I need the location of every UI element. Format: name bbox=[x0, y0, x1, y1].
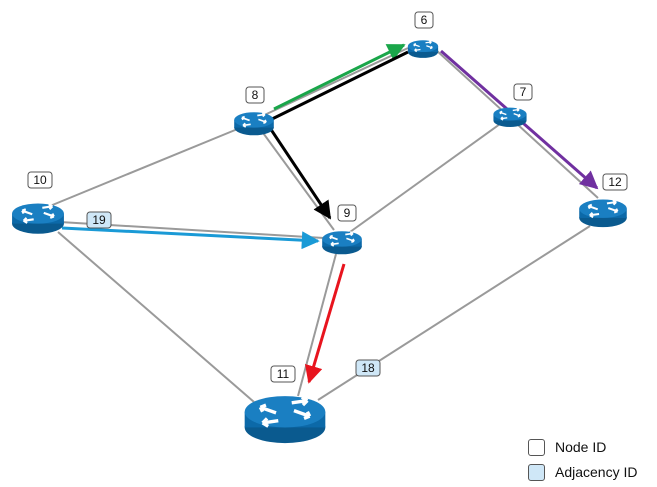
router-arrows-icon bbox=[413, 40, 433, 53]
node-id-label-9: 9 bbox=[337, 204, 357, 222]
router-6[interactable] bbox=[407, 40, 439, 58]
link-10-11 bbox=[57, 231, 255, 403]
link-8-10 bbox=[49, 127, 241, 207]
node-id-text: 12 bbox=[608, 175, 622, 189]
adjacency-id-text: 18 bbox=[361, 361, 375, 375]
node-id-label-11: 11 bbox=[270, 365, 296, 383]
adjacency-id-swatch bbox=[528, 463, 545, 481]
router-10[interactable] bbox=[12, 203, 64, 234]
node-id-text: 9 bbox=[344, 206, 351, 220]
adjacency-id-label-19: 19 bbox=[86, 211, 112, 229]
router-arrows-icon bbox=[21, 203, 55, 224]
node-id-label-6: 6 bbox=[414, 11, 434, 29]
green-path bbox=[273, 43, 406, 111]
adjacency-id-label-18: 18 bbox=[355, 359, 381, 377]
adjacency-id-text: 19 bbox=[92, 213, 106, 227]
link-8-6 bbox=[257, 47, 409, 119]
legend: Node ID Adjacency ID bbox=[528, 436, 656, 486]
router-arrows-icon bbox=[329, 231, 355, 247]
link-9-11 bbox=[297, 253, 337, 397]
node-id-text: 8 bbox=[252, 88, 259, 102]
node-id-text: 7 bbox=[520, 85, 527, 99]
router-7[interactable] bbox=[493, 107, 527, 127]
node-id-text: 6 bbox=[421, 13, 428, 27]
router-8[interactable] bbox=[234, 112, 274, 136]
node-id-label-12: 12 bbox=[602, 173, 628, 191]
router-11[interactable] bbox=[244, 395, 326, 444]
links bbox=[49, 47, 599, 403]
node-id-label-7: 7 bbox=[513, 83, 533, 101]
node-id-label-10: 10 bbox=[27, 171, 53, 189]
router-arrows-icon bbox=[587, 199, 619, 219]
red-path bbox=[304, 263, 346, 384]
link-7-9 bbox=[349, 123, 501, 233]
legend-adjacency-id-label: Adjacency ID bbox=[555, 464, 638, 480]
blue-path bbox=[61, 226, 320, 250]
node-id-text: 11 bbox=[277, 367, 290, 381]
legend-node-id: Node ID bbox=[528, 436, 656, 458]
node-id-text: 10 bbox=[33, 173, 47, 187]
link-8-9 bbox=[257, 125, 335, 231]
router-arrows-icon bbox=[241, 112, 267, 128]
router-12[interactable] bbox=[579, 199, 627, 228]
router-9[interactable] bbox=[322, 231, 362, 255]
router-arrows-icon bbox=[258, 395, 312, 428]
legend-adjacency-id: Adjacency ID bbox=[528, 461, 656, 483]
router-arrows-icon bbox=[499, 107, 521, 121]
node-id-label-8: 8 bbox=[245, 86, 265, 104]
node-id-swatch bbox=[528, 438, 545, 456]
legend-node-id-label: Node ID bbox=[555, 439, 607, 455]
